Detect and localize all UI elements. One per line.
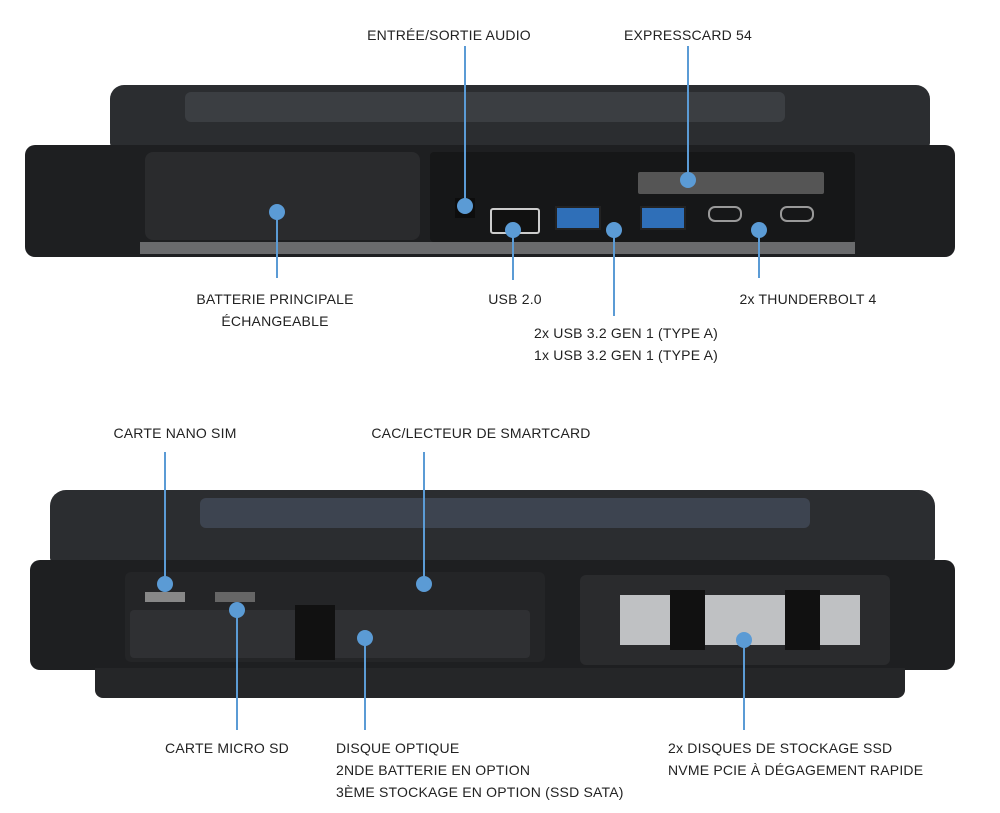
callout-dot — [269, 204, 285, 220]
leader-line — [743, 640, 745, 730]
label-line: BATTERIE PRINCIPALE — [196, 291, 354, 307]
thunderbolt-port — [708, 206, 742, 222]
callout-dot — [357, 630, 373, 646]
battery-bay — [145, 152, 420, 240]
label-line: 2x USB 3.2 GEN 1 (TYPE A) — [534, 325, 718, 341]
label-optical: DISQUE OPTIQUE 2NDE BATTERIE EN OPTION 3… — [336, 737, 624, 803]
usb3-port — [640, 206, 686, 230]
leader-line — [464, 46, 466, 206]
leader-line — [758, 230, 760, 278]
lid-panel — [200, 498, 810, 528]
leader-line — [164, 452, 166, 584]
label-line: 2NDE BATTERIE EN OPTION — [336, 762, 531, 778]
label-expresscard: EXPRESSCARD 54 — [623, 27, 753, 43]
label-line: DISQUE OPTIQUE — [336, 740, 460, 756]
label-line: 2x DISQUES DE STOCKAGE SSD — [668, 740, 893, 756]
label-line: 3ÈME STOCKAGE EN OPTION (SSD SATA) — [336, 784, 624, 800]
label-ssd: 2x DISQUES DE STOCKAGE SSD NVME PCIE À D… — [668, 737, 923, 781]
usb3-port — [555, 206, 601, 230]
leader-line — [276, 212, 278, 278]
ssd-tab — [670, 590, 705, 650]
label-usb32: 2x USB 3.2 GEN 1 (TYPE A) 1x USB 3.2 GEN… — [534, 322, 718, 366]
leader-line — [364, 638, 366, 730]
callout-dot — [457, 198, 473, 214]
micro-sd-slot — [215, 592, 255, 602]
thunderbolt-port — [780, 206, 814, 222]
label-usb2: USB 2.0 — [488, 291, 542, 307]
callout-dot — [157, 576, 173, 592]
callout-dot — [751, 222, 767, 238]
nano-sim-slot — [145, 592, 185, 602]
label-line: 1x USB 3.2 GEN 1 (TYPE A) — [534, 347, 718, 363]
leader-line — [512, 230, 514, 280]
label-battery: BATTERIE PRINCIPALE ÉCHANGEABLE — [196, 288, 353, 332]
callout-dot — [505, 222, 521, 238]
callout-dot — [736, 632, 752, 648]
label-smartcard: CAC/LECTEUR DE SMARTCARD — [371, 425, 591, 441]
callout-dot — [606, 222, 622, 238]
base — [95, 668, 905, 698]
label-micro-sd: CARTE MICRO SD — [165, 740, 289, 756]
leader-line — [687, 46, 689, 180]
leader-line — [423, 452, 425, 584]
label-line: ÉCHANGEABLE — [221, 313, 329, 329]
expresscard-slot — [638, 172, 824, 194]
callout-dot — [229, 602, 245, 618]
ssd-tab — [785, 590, 820, 650]
label-audio: ENTRÉE/SORTIE AUDIO — [367, 27, 531, 43]
leader-line — [613, 230, 615, 316]
pull-tab — [295, 605, 335, 660]
label-line: NVME PCIE À DÉGAGEMENT RAPIDE — [668, 762, 924, 778]
callout-dot — [416, 576, 432, 592]
base-strip — [140, 242, 855, 254]
label-thunderbolt: 2x THUNDERBOLT 4 — [739, 291, 877, 307]
lid-panel — [185, 92, 785, 122]
callout-dot — [680, 172, 696, 188]
label-nano-sim: CARTE NANO SIM — [113, 425, 237, 441]
leader-line — [236, 610, 238, 730]
